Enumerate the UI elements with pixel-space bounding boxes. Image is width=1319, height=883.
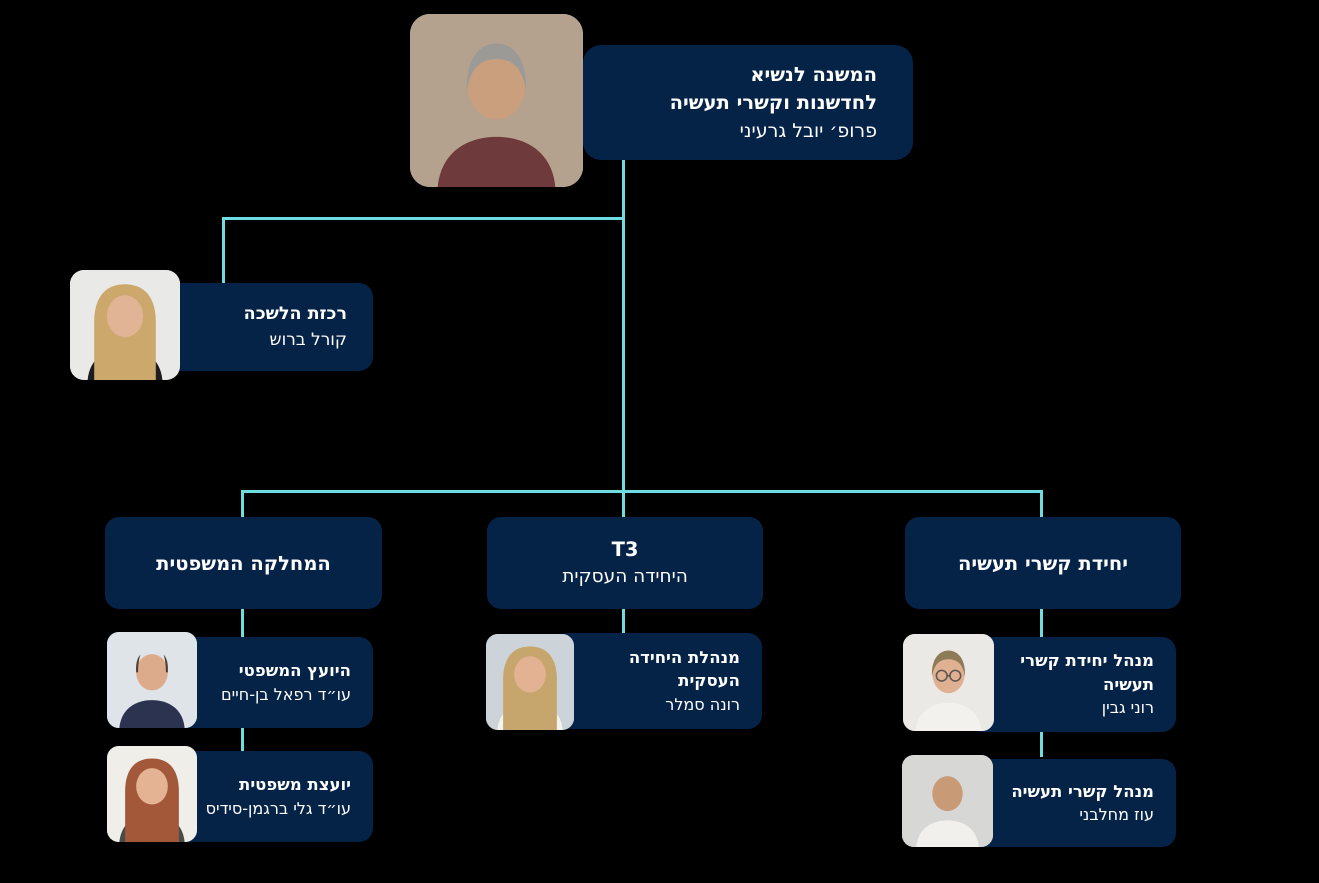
connector-industry-drop xyxy=(1040,490,1043,518)
legal-advisor-portrait-photo xyxy=(107,632,197,728)
legal-advisor-role: היועץ המשפטי xyxy=(238,661,351,680)
industry-unit-manager-role-line2: תעשיה xyxy=(1103,674,1154,694)
industry-relations-manager-role: מנהל קשרי תעשיה xyxy=(1011,781,1154,801)
industry-relations-manager-name: עוז מחלבני xyxy=(1079,805,1154,824)
connector-industry-member1 xyxy=(1040,608,1043,638)
legal-counsel-card: יועצת משפטית עו״ד גלי ברגמן-סידיס xyxy=(166,751,373,842)
t3-manager-role-line2: העסקית xyxy=(678,671,740,691)
root-role-line1: המשנה לנשיא xyxy=(750,62,877,86)
root-person-name: פרופ׳ יובל גרעיני xyxy=(739,119,877,142)
connector-root-vertical xyxy=(622,160,625,517)
industry-unit-manager-role-line1: מנהל יחידת קשרי xyxy=(1020,651,1154,671)
connector-departments-horizontal xyxy=(241,490,1043,493)
root-card: המשנה לנשיא לחדשנות וקשרי תעשיה פרופ׳ יו… xyxy=(583,45,913,160)
connector-industry-member2 xyxy=(1040,730,1043,757)
connector-legal-member2 xyxy=(241,727,244,753)
connector-legal-member1 xyxy=(241,608,244,638)
connector-secretary-vertical xyxy=(222,217,225,285)
department-legal-box: המחלקה המשפטית xyxy=(105,517,382,609)
connector-t3-member1 xyxy=(622,608,625,635)
office-coordinator-portrait-photo xyxy=(70,270,180,380)
office-coordinator-card: רכזת הלשכה קורל ברוש xyxy=(146,283,373,371)
department-t3-title: T3 xyxy=(611,538,639,561)
legal-advisor-card: היועץ המשפטי עו״ד רפאל בן-חיים xyxy=(166,637,373,728)
legal-counsel-role: יועצת משפטית xyxy=(239,775,351,794)
industry-unit-manager-name: רוני גבין xyxy=(1101,698,1154,718)
department-t3-box: T3 היחידה העסקית xyxy=(487,517,763,609)
t3-manager-name: רונה סמלר xyxy=(665,694,740,714)
root-role-line2: לחדשנות וקשרי תעשיה xyxy=(669,90,877,114)
root-portrait-photo xyxy=(410,14,583,187)
office-coordinator-role: רכזת הלשכה xyxy=(243,304,347,324)
legal-counsel-name: עו״ד גלי ברגמן-סידיס xyxy=(205,798,351,818)
department-industry-title: יחידת קשרי תעשיה xyxy=(957,551,1129,575)
industry-unit-manager-portrait-photo xyxy=(903,634,994,731)
department-legal-title: המחלקה המשפטית xyxy=(156,551,331,575)
connector-legal-drop xyxy=(241,490,244,518)
connector-secretary-horizontal xyxy=(222,217,625,220)
t3-manager-card: מנהלת היחידה העסקית רונה סמלר xyxy=(554,633,762,729)
t3-manager-portrait-photo xyxy=(486,634,574,730)
industry-unit-manager-card: מנהל יחידת קשרי תעשיה רוני גבין xyxy=(968,637,1176,732)
legal-advisor-name: עו״ד רפאל בן-חיים xyxy=(220,684,351,704)
office-coordinator-name: קורל ברוש xyxy=(269,330,347,350)
t3-manager-role-line1: מנהלת היחידה xyxy=(628,647,740,667)
department-industry-box: יחידת קשרי תעשיה xyxy=(905,517,1181,609)
industry-relations-manager-portrait-photo xyxy=(902,755,993,847)
industry-relations-manager-card: מנהל קשרי תעשיה עוז מחלבני xyxy=(968,759,1176,847)
legal-counsel-portrait-photo xyxy=(107,746,197,842)
department-t3-subtitle: היחידה העסקית xyxy=(562,566,688,587)
